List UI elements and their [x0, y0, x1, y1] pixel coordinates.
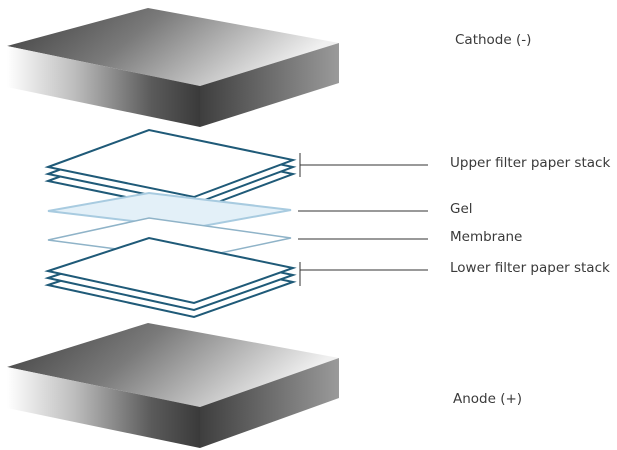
gel-label: Gel — [450, 201, 473, 217]
anode-label: Anode (+) — [453, 391, 523, 407]
cathode-front-face — [7, 46, 200, 127]
lower-filter-sheet-1 — [44, 236, 297, 305]
leader-lines — [298, 153, 428, 286]
cathode-label: Cathode (-) — [455, 32, 532, 48]
upper-filter-sheet-1 — [44, 128, 297, 199]
upper-filter-label: Upper filter paper stack — [450, 155, 611, 171]
lower-filter-label: Lower filter paper stack — [450, 260, 610, 276]
anode-right-face — [200, 358, 339, 448]
anode-electrode — [7, 323, 339, 448]
lower-filter-paper-stack — [44, 236, 297, 319]
anode-front-face — [7, 367, 200, 448]
anode-top-face — [7, 323, 339, 407]
cathode-electrode — [7, 8, 339, 127]
membrane-label: Membrane — [450, 229, 523, 245]
cathode-top-face — [7, 8, 339, 86]
cathode-right-face — [200, 43, 339, 127]
upper-filter-paper-stack — [44, 128, 297, 213]
